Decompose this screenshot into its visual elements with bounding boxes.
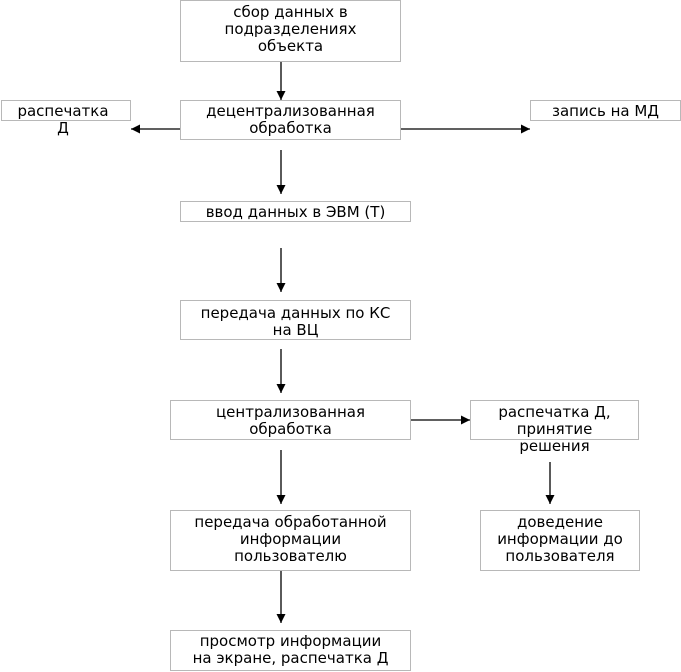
node-view: просмотр информации на экране, распечатк… <box>170 630 411 671</box>
node-print-decision-label: распечатка Д, принятие решения <box>498 403 611 455</box>
node-transfer: передача данных по КС на ВЦ <box>180 300 411 340</box>
node-print-left: распечатка Д <box>1 100 131 137</box>
node-print-left-label: распечатка Д <box>17 102 109 137</box>
node-decentral: децентрализованная обработка <box>180 100 401 140</box>
node-input: ввод данных в ЭВМ (Т) <box>180 201 411 222</box>
node-decentral-label: децентрализованная обработка <box>206 102 375 137</box>
node-deliver: доведение информации до пользователя <box>480 510 640 571</box>
node-central: централизованная обработка <box>170 400 411 440</box>
node-central-label: централизованная обработка <box>215 403 366 438</box>
node-record: запись на МД <box>530 100 681 121</box>
node-view-label: просмотр информации на экране, распечатк… <box>192 632 389 667</box>
node-input-label: ввод данных в ЭВМ (Т) <box>205 203 386 221</box>
node-collect: сбор данных в подразделениях объекта <box>180 0 401 62</box>
node-transfer-label: передача данных по КС на ВЦ <box>200 304 391 339</box>
node-record-label: запись на МД <box>551 102 659 120</box>
node-print-decision: распечатка Д, принятие решения <box>470 400 639 455</box>
node-deliver-label: доведение информации до пользователя <box>497 513 623 565</box>
node-collect-label: сбор данных в подразделениях объекта <box>224 3 357 55</box>
node-transfer-user-label: передача обработанной информации пользов… <box>194 513 387 565</box>
node-transfer-user: передача обработанной информации пользов… <box>170 510 411 571</box>
